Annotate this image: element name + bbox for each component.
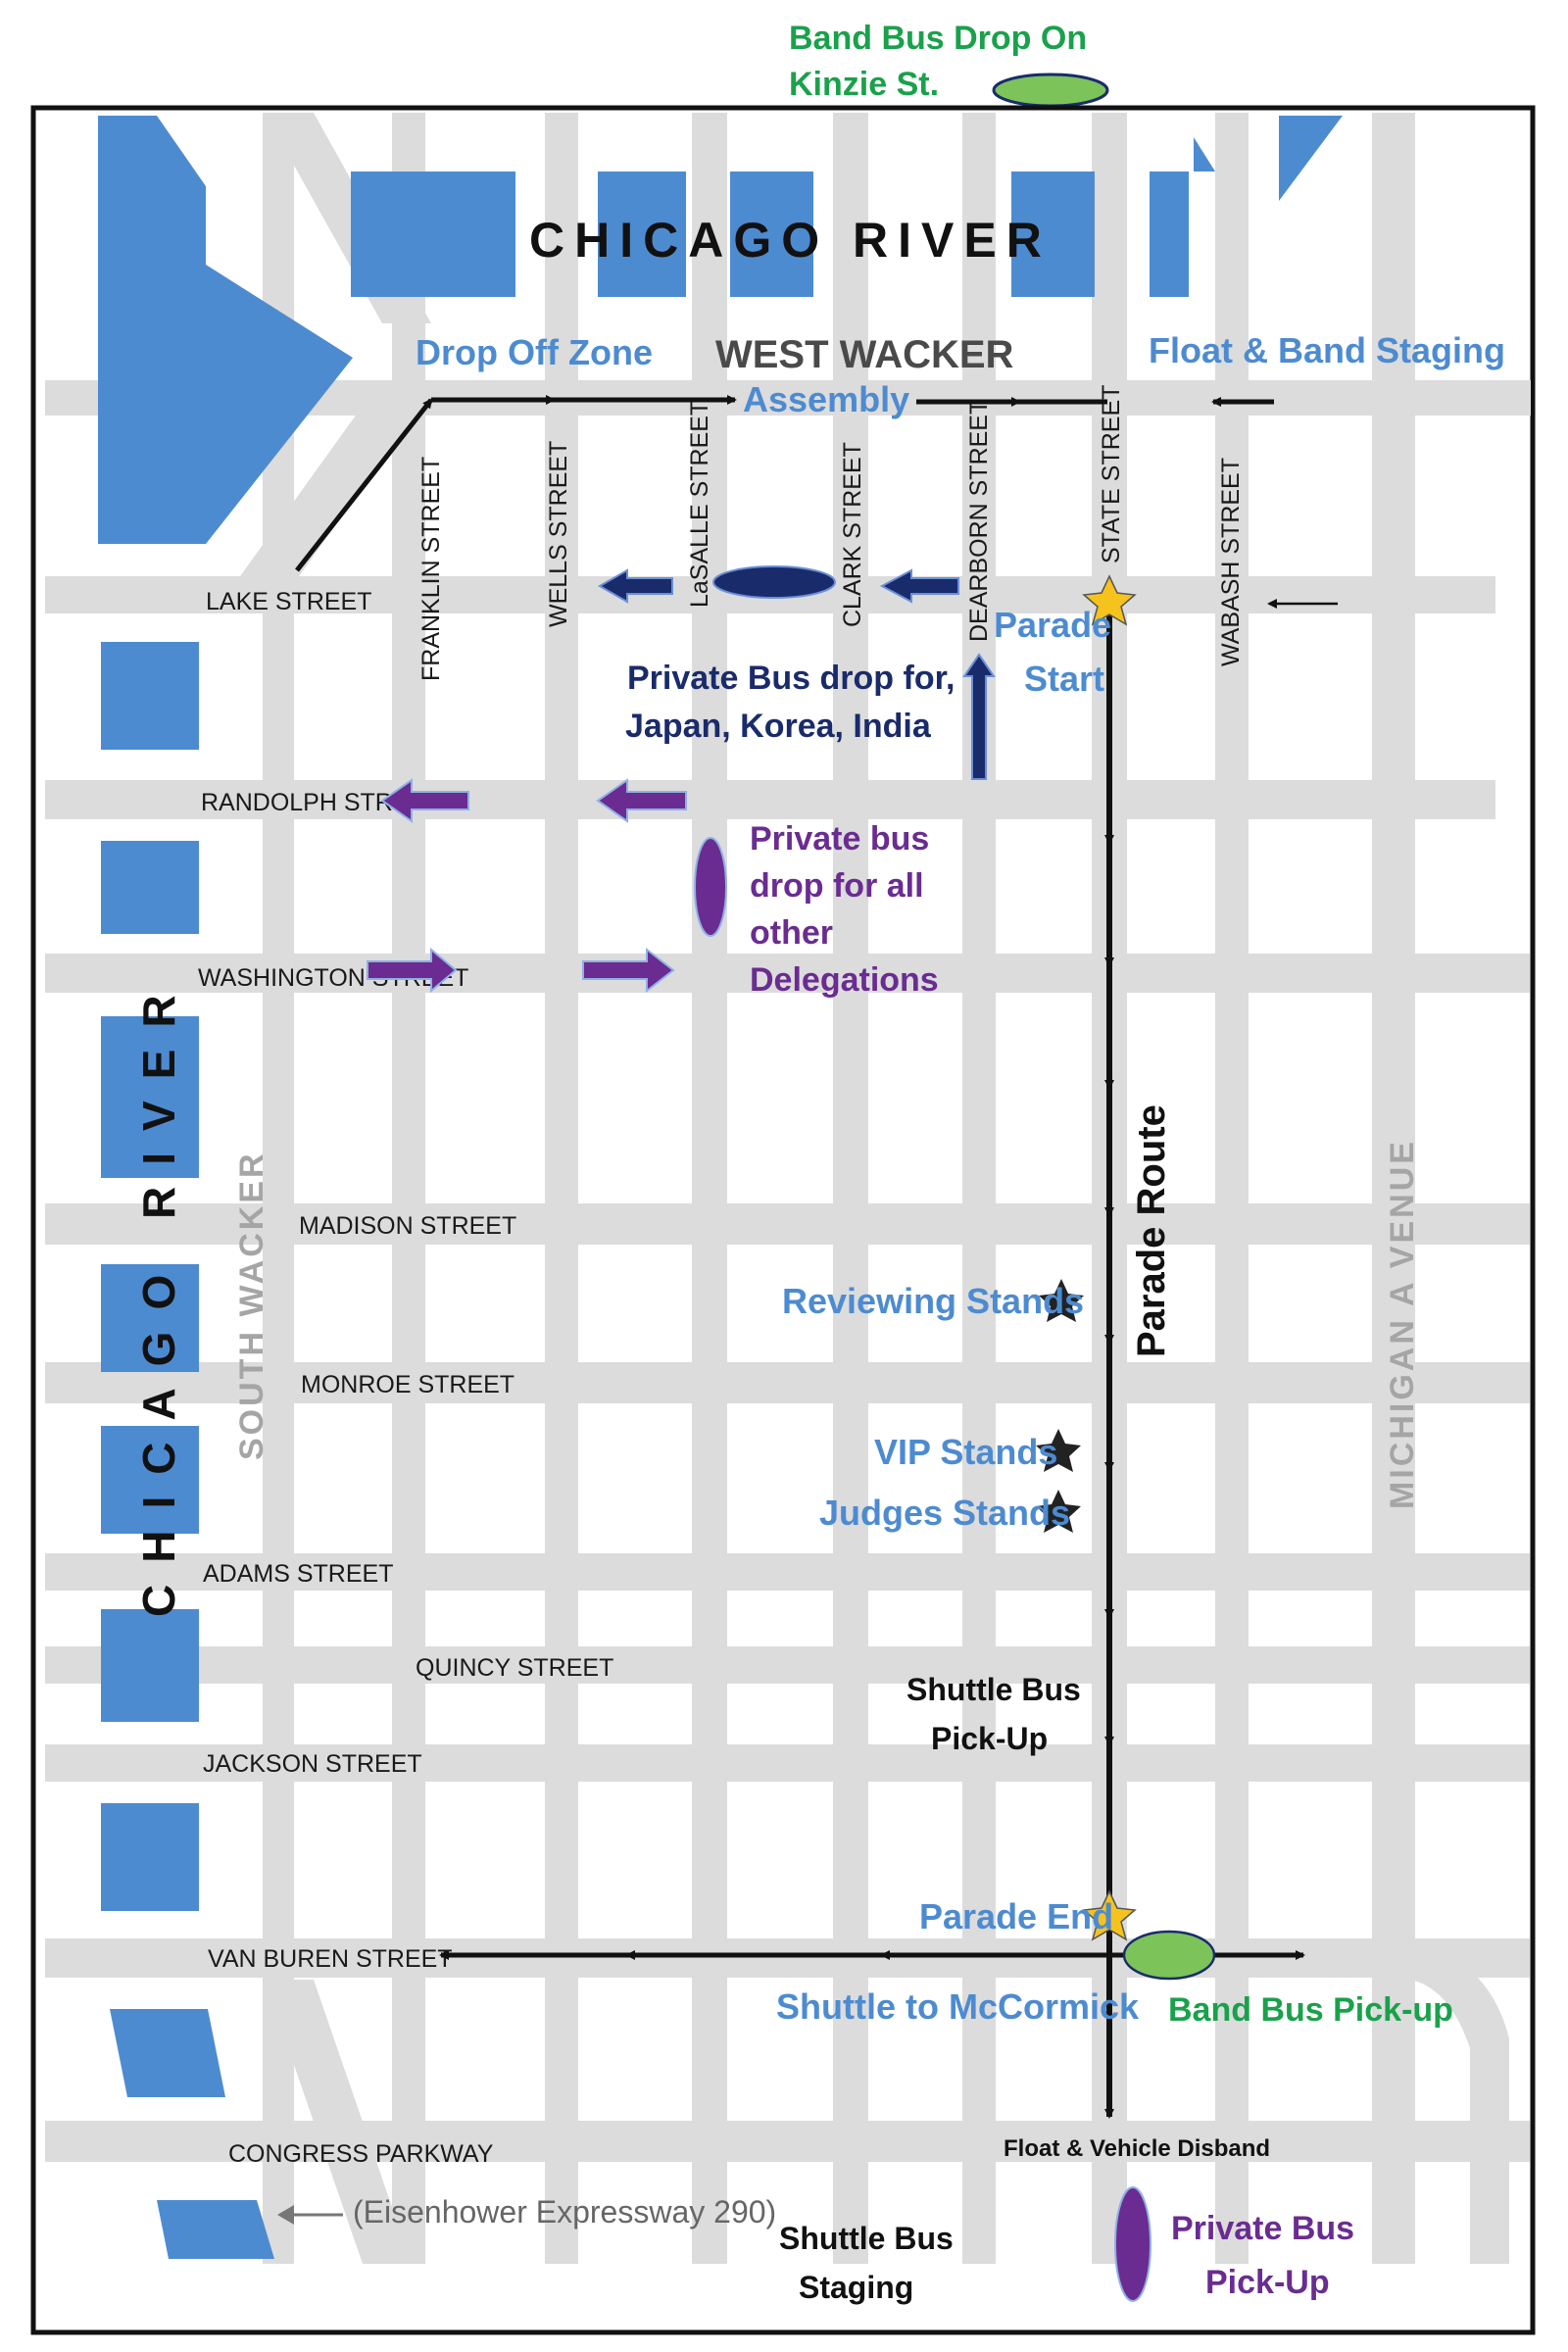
private-bus-pickup-marker <box>1114 2186 1152 2302</box>
asia-bus-route <box>597 568 996 780</box>
band-bus-drop-label-2: Kinzie St. <box>789 66 939 103</box>
street-label-dearborn: DEARBORN STREET <box>965 400 993 642</box>
street-label-state: STATE STREET <box>1098 385 1125 564</box>
judges-stands-label: Judges Stands <box>819 1493 1070 1533</box>
parade-route-label: Parade Route <box>1130 1104 1173 1357</box>
vip-stands-star <box>1036 1429 1081 1472</box>
band-bus-pickup-label: Band Bus Pick-up <box>1168 1991 1453 2029</box>
shuttle-staging-label-1: Shuttle Bus <box>779 2221 954 2256</box>
street-label-clark: CLARK STREET <box>839 442 866 627</box>
street-label-adams: ADAMS STREET <box>203 1560 393 1588</box>
vip-stands-label: VIP Stands <box>874 1432 1057 1472</box>
street-label-madison: MADISON STREET <box>299 1212 516 1240</box>
river-west-label: CHICAGO RIVER <box>133 973 184 1617</box>
assembly-label: Assembly <box>743 379 909 419</box>
parade-end-star <box>1082 1889 1137 1941</box>
private-pickup-label-1: Private Bus <box>1171 2210 1354 2247</box>
asia-bus-label-1: Private Bus drop for, <box>627 660 955 697</box>
eisenhower-label: (Eisenhower Expressway 290) <box>353 2194 776 2230</box>
other-bus-route <box>367 778 687 994</box>
assembly-route <box>295 395 1338 609</box>
street-label-lake: LAKE STREET <box>206 588 372 615</box>
michigan-avenue-label: MICHIGAN A VENUE <box>1384 1139 1421 1509</box>
shuttle-pickup-label-2: Pick-Up <box>931 1721 1048 1756</box>
band-bus-drop-marker <box>992 73 1109 108</box>
parade-start-label-1: Parade <box>994 605 1111 645</box>
street-label-franklin: FRANKLIN STREET <box>417 457 445 681</box>
street-label-wells: WELLS STREET <box>545 441 572 627</box>
asia-bus-label-2: Japan, Korea, India <box>625 708 932 745</box>
eisenhower-arrow <box>277 2205 343 2225</box>
float-disband-label: Float & Vehicle Disband <box>1004 2135 1270 2162</box>
street-grid <box>45 113 1531 2264</box>
drop-off-zone-label: Drop Off Zone <box>416 332 653 372</box>
parade-start-label-2: Start <box>1024 659 1104 699</box>
asia-bus-drop-marker <box>712 565 836 599</box>
street-label-wabash: WABASH STREET <box>1217 458 1245 666</box>
street-label-quincy: QUINCY STREET <box>416 1654 613 1682</box>
shuttle-staging-label-2: Staging <box>799 2270 913 2305</box>
west-wacker-label: WEST WACKER <box>715 333 1014 376</box>
river-blocks <box>98 116 1343 2259</box>
float-band-staging-label: Float & Band Staging <box>1149 330 1505 370</box>
street-label-monroe: MONROE STREET <box>301 1371 514 1398</box>
other-bus-label-4: Delegations <box>750 961 939 999</box>
parade-end-label: Parade End <box>919 1896 1113 1936</box>
private-pickup-label-2: Pick-Up <box>1205 2264 1330 2301</box>
reviewing-stands-label: Reviewing Stands <box>782 1281 1084 1321</box>
judges-stands-star <box>1036 1490 1081 1533</box>
shuttle-mccormick-label: Shuttle to McCormick <box>776 1986 1140 2027</box>
other-bus-label-1: Private bus <box>750 820 929 858</box>
reviewing-stands-star <box>1039 1279 1084 1322</box>
other-bus-drop-marker <box>694 837 727 937</box>
street-label-congress: CONGRESS PARKWAY <box>228 2140 494 2168</box>
river-north-label: CHICAGO RIVER <box>529 213 1052 268</box>
other-bus-label-3: other <box>750 914 833 952</box>
south-wacker-label: SOUTH WACKER <box>233 1151 270 1460</box>
street-label-lasalle: LaSALLE STREET <box>686 401 713 608</box>
band-bus-pickup-marker <box>1122 1930 1216 1981</box>
shuttle-pickup-label-1: Shuttle Bus <box>906 1672 1081 1707</box>
street-label-van-buren: VAN BUREN STREET <box>208 1945 453 1973</box>
other-bus-label-2: drop for all <box>750 867 924 905</box>
band-bus-drop-label-1: Band Bus Drop On <box>789 20 1087 57</box>
street-label-jackson: JACKSON STREET <box>203 1750 422 1778</box>
parade-start-star <box>1082 574 1137 626</box>
